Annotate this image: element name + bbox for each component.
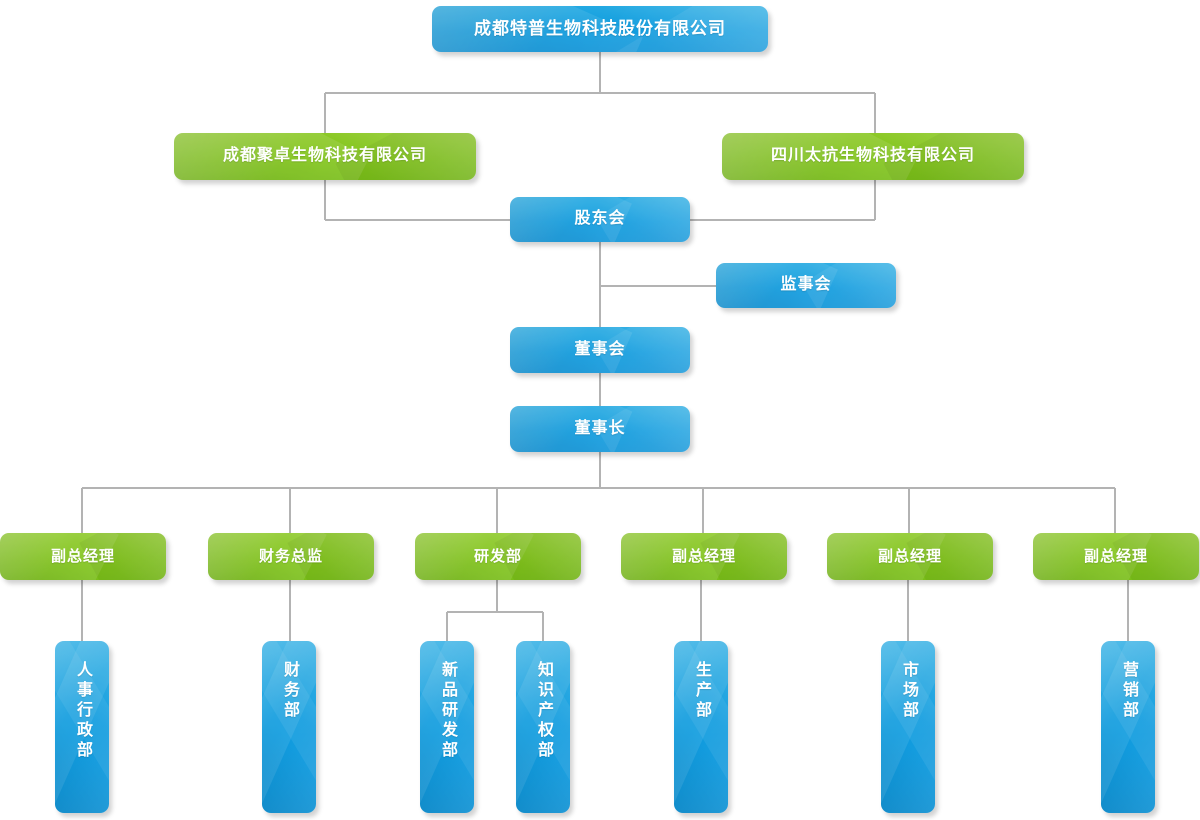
node-subsidiary-juzhuo[interactable]: 成都聚卓生物科技有限公司: [174, 133, 476, 180]
node-hr-admin-department[interactable]: 人事行政部: [55, 641, 109, 813]
node-board-of-directors-label: 董事会: [574, 340, 626, 358]
node-board-of-supervisors-label: 监事会: [780, 276, 832, 294]
node-root-label: 成都特普生物科技股份有限公司: [474, 19, 726, 39]
node-hr-admin-department-label: 人事行政部: [74, 661, 91, 761]
node-root[interactable]: 成都特普生物科技股份有限公司: [432, 6, 768, 52]
node-deputy-gm-4-label: 副总经理: [1083, 547, 1148, 565]
node-subsidiary-taikang[interactable]: 四川太抗生物科技有限公司: [722, 133, 1024, 180]
node-marketing-department-label: 市场部: [900, 661, 917, 721]
node-deputy-gm-2-label: 副总经理: [671, 547, 736, 565]
node-rnd-department[interactable]: 研发部: [415, 533, 581, 580]
node-deputy-gm-3-label: 副总经理: [877, 547, 942, 565]
node-finance-department-label: 财务部: [281, 661, 298, 721]
node-deputy-gm-2[interactable]: 副总经理: [621, 533, 787, 580]
node-board-of-supervisors[interactable]: 监事会: [716, 263, 896, 308]
edge-shareholders-supervisors: [599, 242, 716, 287]
node-sales-department[interactable]: 营销部: [1101, 641, 1155, 813]
node-ip-department-label: 知识产权部: [535, 661, 552, 761]
node-finance-director-label: 财务总监: [258, 547, 323, 565]
node-deputy-gm-4[interactable]: 副总经理: [1033, 533, 1199, 580]
node-subsidiary-taikang-label: 四川太抗生物科技有限公司: [770, 147, 975, 165]
node-shareholders-meeting-label: 股东会: [574, 210, 626, 228]
node-production-department-label: 生产部: [693, 661, 710, 721]
node-subsidiary-juzhuo-label: 成都聚卓生物科技有限公司: [222, 147, 427, 165]
node-deputy-gm-1-label: 副总经理: [50, 547, 115, 565]
node-shareholders-meeting[interactable]: 股东会: [510, 197, 690, 242]
node-production-department[interactable]: 生产部: [674, 641, 728, 813]
node-chairman[interactable]: 董事长: [510, 406, 690, 452]
node-board-of-directors[interactable]: 董事会: [510, 327, 690, 373]
node-new-product-rnd-department-label: 新品研发部: [439, 661, 456, 761]
node-finance-director[interactable]: 财务总监: [208, 533, 374, 580]
node-finance-department[interactable]: 财务部: [262, 641, 316, 813]
node-marketing-department[interactable]: 市场部: [881, 641, 935, 813]
node-new-product-rnd-department[interactable]: 新品研发部: [420, 641, 474, 813]
node-rnd-department-label: 研发部: [473, 547, 522, 565]
node-deputy-gm-1[interactable]: 副总经理: [0, 533, 166, 580]
node-ip-department[interactable]: 知识产权部: [516, 641, 570, 813]
node-deputy-gm-3[interactable]: 副总经理: [827, 533, 993, 580]
node-sales-department-label: 营销部: [1120, 661, 1137, 721]
node-chairman-label: 董事长: [574, 419, 626, 437]
